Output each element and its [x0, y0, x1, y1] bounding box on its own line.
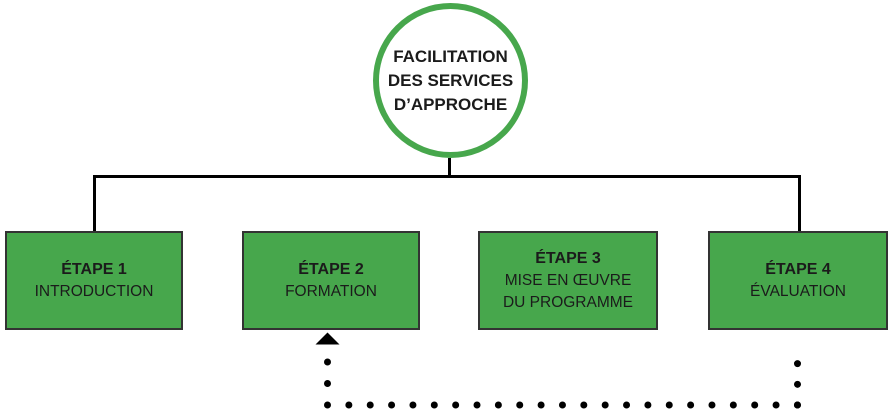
step-description: DU PROGRAMME — [502, 293, 634, 311]
step-box-etape-4: ÉTAPE 4 ÉVALUATION — [708, 231, 888, 330]
step-box-etape-1: ÉTAPE 1 INTRODUCTION — [5, 231, 183, 330]
step-label: ÉTAPE 3 — [535, 249, 601, 267]
step-box-etape-3: ÉTAPE 3 MISE EN ŒUVRE DU PROGRAMME — [478, 231, 658, 330]
circle-title-line: FACILITATION — [393, 46, 508, 66]
connector-circle-stem — [448, 158, 451, 177]
step-box-etape-2: ÉTAPE 2 FORMATION — [242, 231, 420, 330]
connector-horizontal-rail — [93, 175, 801, 178]
step-label: ÉTAPE 4 — [765, 260, 831, 278]
circle-title-line: DES SERVICES — [387, 70, 514, 90]
step-label: ÉTAPE 2 — [298, 260, 364, 278]
step-description: MISE EN ŒUVRE — [504, 271, 632, 289]
step-label: ÉTAPE 1 — [61, 260, 127, 278]
step-description: INTRODUCTION — [34, 282, 154, 300]
feedback-arrowhead-up-icon — [315, 332, 340, 345]
circle-title-line: D’APPROCHE — [393, 94, 508, 114]
connector-drop-step4 — [798, 175, 801, 232]
connector-drop-step1 — [93, 175, 96, 232]
central-circle-node: FACILITATION DES SERVICES D’APPROCHE — [373, 3, 528, 158]
step-description: ÉVALUATION — [750, 282, 846, 300]
step-description: FORMATION — [285, 282, 377, 300]
